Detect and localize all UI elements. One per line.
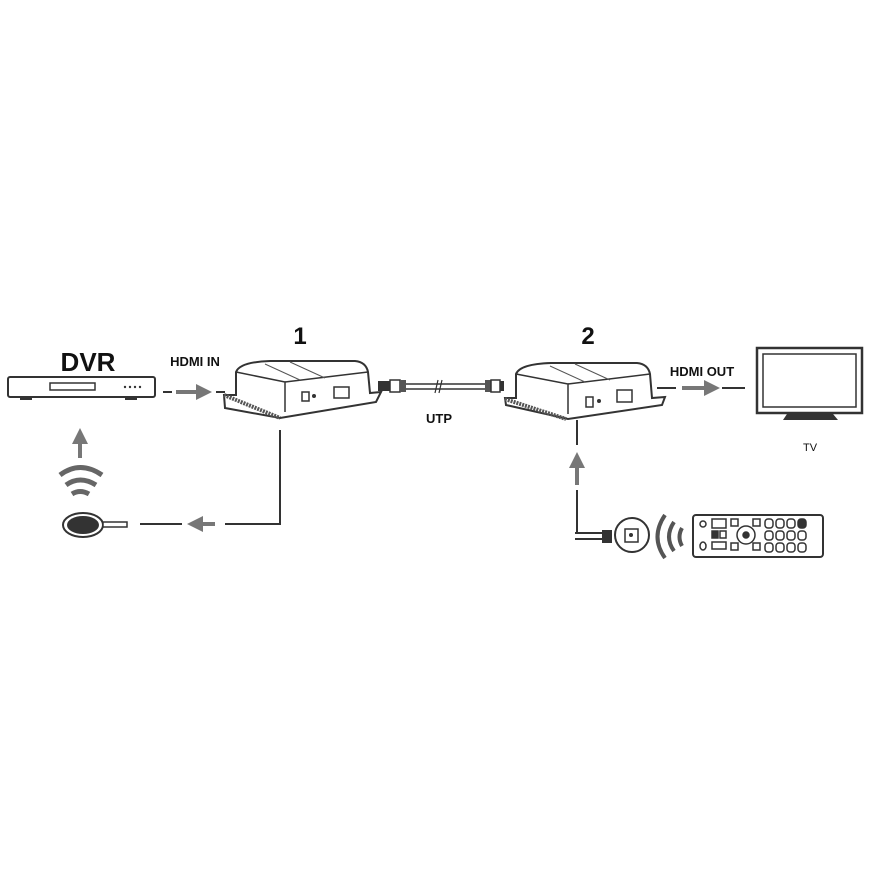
transmitter-unit-icon [222,360,383,420]
tv-label: TV [803,442,818,454]
ir-return-line [140,430,281,532]
receiver-unit-icon [503,362,667,421]
hdmi-in-label: HDMI IN [170,354,220,369]
dvr-device-icon [7,376,156,400]
unit-1-label: 1 [293,323,306,350]
tv-icon [755,346,864,420]
dvr-label: DVR [61,347,116,377]
remote-control-icon [692,514,824,558]
utp-label: UTP [426,411,452,426]
ir-wave-icon [655,513,684,560]
hdmi-out-label: HDMI OUT [670,364,734,379]
ir-receiver-icon [62,512,128,538]
wireless-signal-icon [58,465,104,497]
ir-extender-icon [575,517,650,553]
unit-2-label: 2 [581,323,594,350]
utp-cable-icon [378,379,504,394]
